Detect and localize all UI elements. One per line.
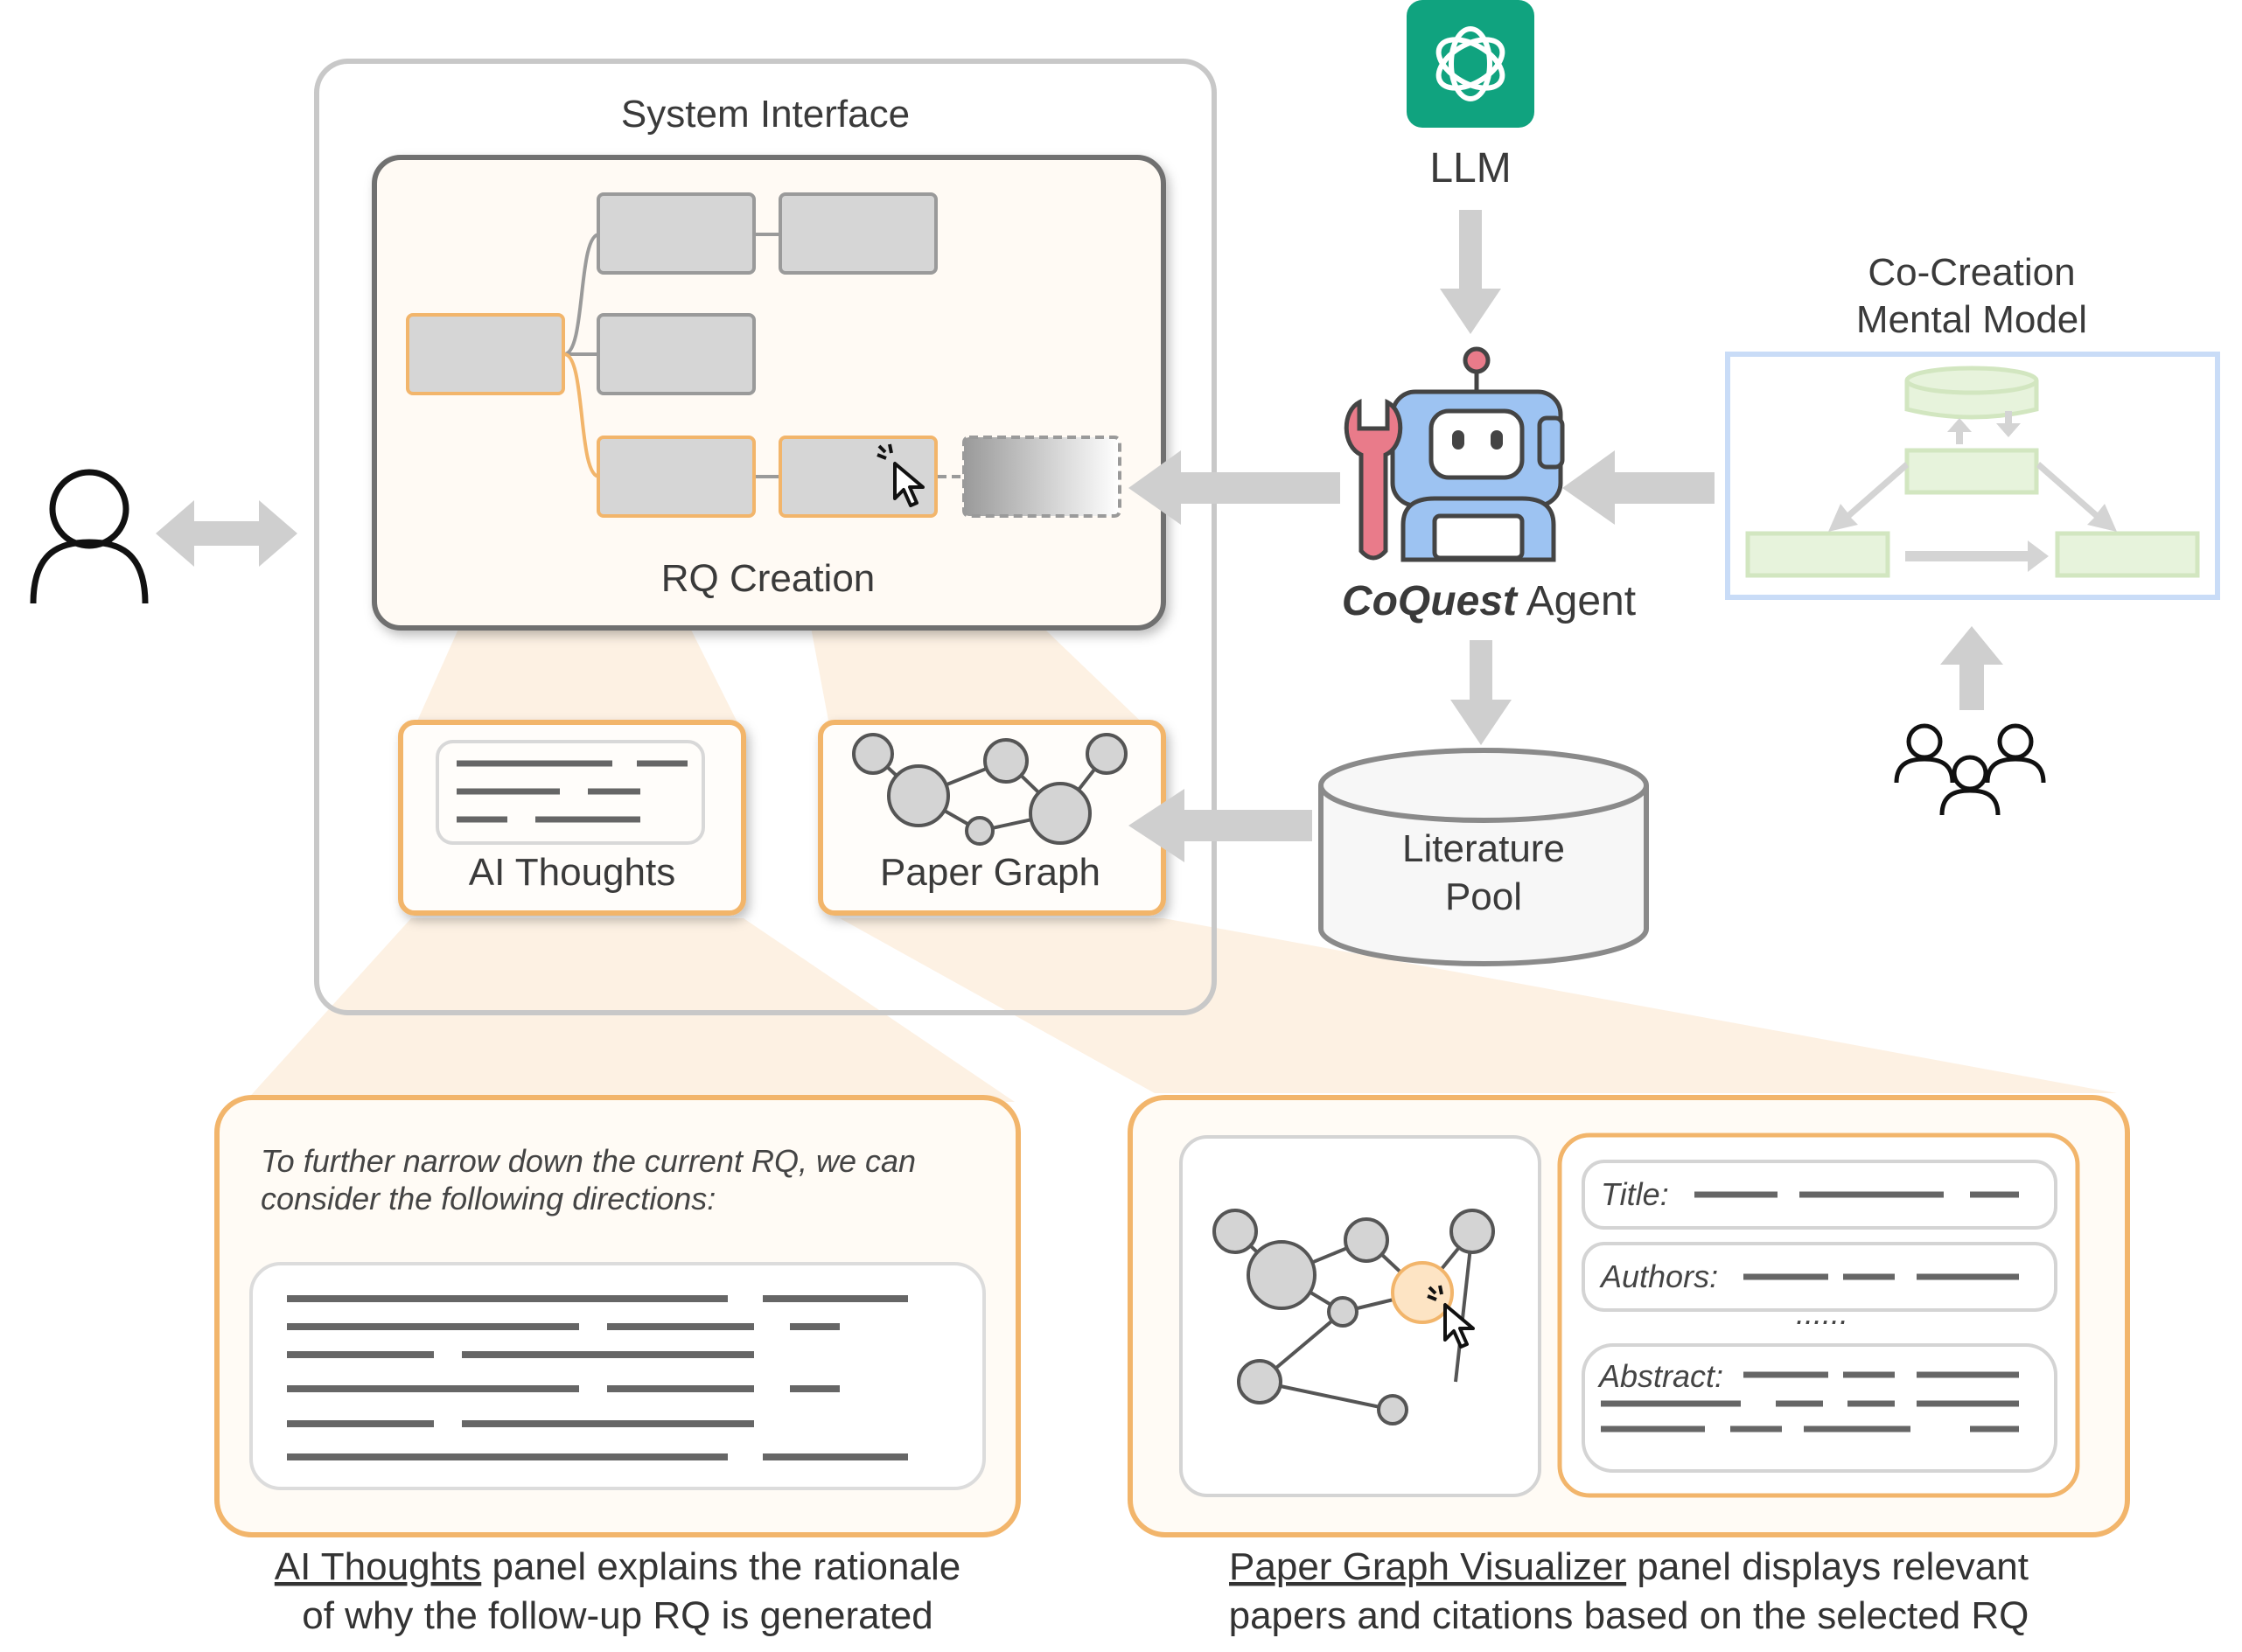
ai-thoughts-detail-line1: To further narrow down the current RQ, w…	[261, 1143, 916, 1179]
robot-agent-icon	[1344, 346, 1565, 562]
system-interface-title: System Interface	[621, 93, 910, 136]
agent-to-literature-arrow	[1450, 640, 1512, 745]
mini-graph	[852, 733, 1128, 846]
literature-to-paper-graph-arrow	[1128, 789, 1312, 862]
group-to-mental-model-arrow	[1940, 626, 2003, 710]
mental-model-title-line1: Co-Creation	[1868, 251, 2075, 294]
rq-node-root[interactable]	[406, 313, 565, 395]
paper-authors-label: Authors:	[1599, 1258, 1718, 1294]
caption-right-line2: papers and citations based on the select…	[1229, 1594, 2029, 1637]
system-interface-frame	[314, 59, 1217, 1015]
paper-more-ellipsis: ......	[1796, 1295, 1848, 1331]
mental-model-box	[1725, 352, 2220, 600]
caption-right-line1: Paper Graph Visualizer panel displays re…	[1229, 1545, 2029, 1588]
paper-abstract-label: Abstract:	[1597, 1358, 1723, 1394]
llm-to-agent-arrow	[1440, 210, 1501, 334]
llm-logo-icon	[1407, 0, 1534, 128]
paper-graph-panel[interactable]: Paper Graph	[818, 720, 1166, 916]
user-icon	[30, 469, 149, 604]
rq-creation-panel: RQ Creation	[372, 155, 1166, 631]
projection-paper-graph-detail	[840, 918, 2117, 1093]
paper-title-label: Title:	[1601, 1176, 1669, 1212]
literature-pool-line1: Literature	[1402, 827, 1565, 870]
agent-to-interface-arrow	[1128, 450, 1340, 525]
literature-pool-database-icon	[1318, 748, 1649, 966]
ai-thoughts-panel[interactable]: AI Thoughts	[398, 720, 746, 916]
rq-node-generating	[962, 436, 1121, 518]
literature-pool-line2: Pool	[1445, 875, 1522, 918]
llm-label: LLM	[1429, 145, 1511, 192]
rq-node[interactable]	[779, 192, 938, 275]
selected-paper-node[interactable]	[1391, 1261, 1454, 1324]
paper-graph-detail-panel: Title: Authors: ...... Abstract:	[1128, 1095, 2130, 1537]
rq-creation-label: RQ Creation	[661, 557, 876, 600]
paper-graph-canvas	[1179, 1135, 1541, 1497]
rq-node[interactable]	[597, 313, 756, 395]
rq-connector	[563, 233, 600, 356]
group-users-icon	[1894, 723, 2046, 816]
rq-connector	[563, 352, 600, 478]
agent-label: CoQuest Agent	[1342, 578, 1636, 624]
mental-model-title-line2: Mental Model	[1856, 298, 2087, 341]
caption-left-line2: of why the follow-up RQ is generated	[302, 1594, 933, 1637]
ai-thoughts-detail-line2: consider the following directions:	[261, 1181, 716, 1216]
user-interface-arrow	[156, 500, 297, 567]
detail-graph	[1212, 1209, 1495, 1425]
cursor-icon	[877, 443, 925, 507]
rq-node[interactable]	[597, 192, 756, 275]
ai-thoughts-label: AI Thoughts	[469, 851, 675, 894]
mental-model-to-agent-arrow	[1562, 450, 1715, 525]
ai-thoughts-directions-box	[249, 1262, 986, 1490]
ai-thoughts-text-lines	[287, 1295, 908, 1460]
cursor-icon	[1427, 1285, 1475, 1349]
caption-left-line1: AI Thoughts panel explains the rationale	[275, 1545, 960, 1588]
paper-graph-label: Paper Graph	[880, 851, 1100, 894]
rq-node-selected-path[interactable]	[597, 436, 756, 518]
ai-thoughts-detail-panel: To further narrow down the current RQ, w…	[214, 1095, 1021, 1537]
